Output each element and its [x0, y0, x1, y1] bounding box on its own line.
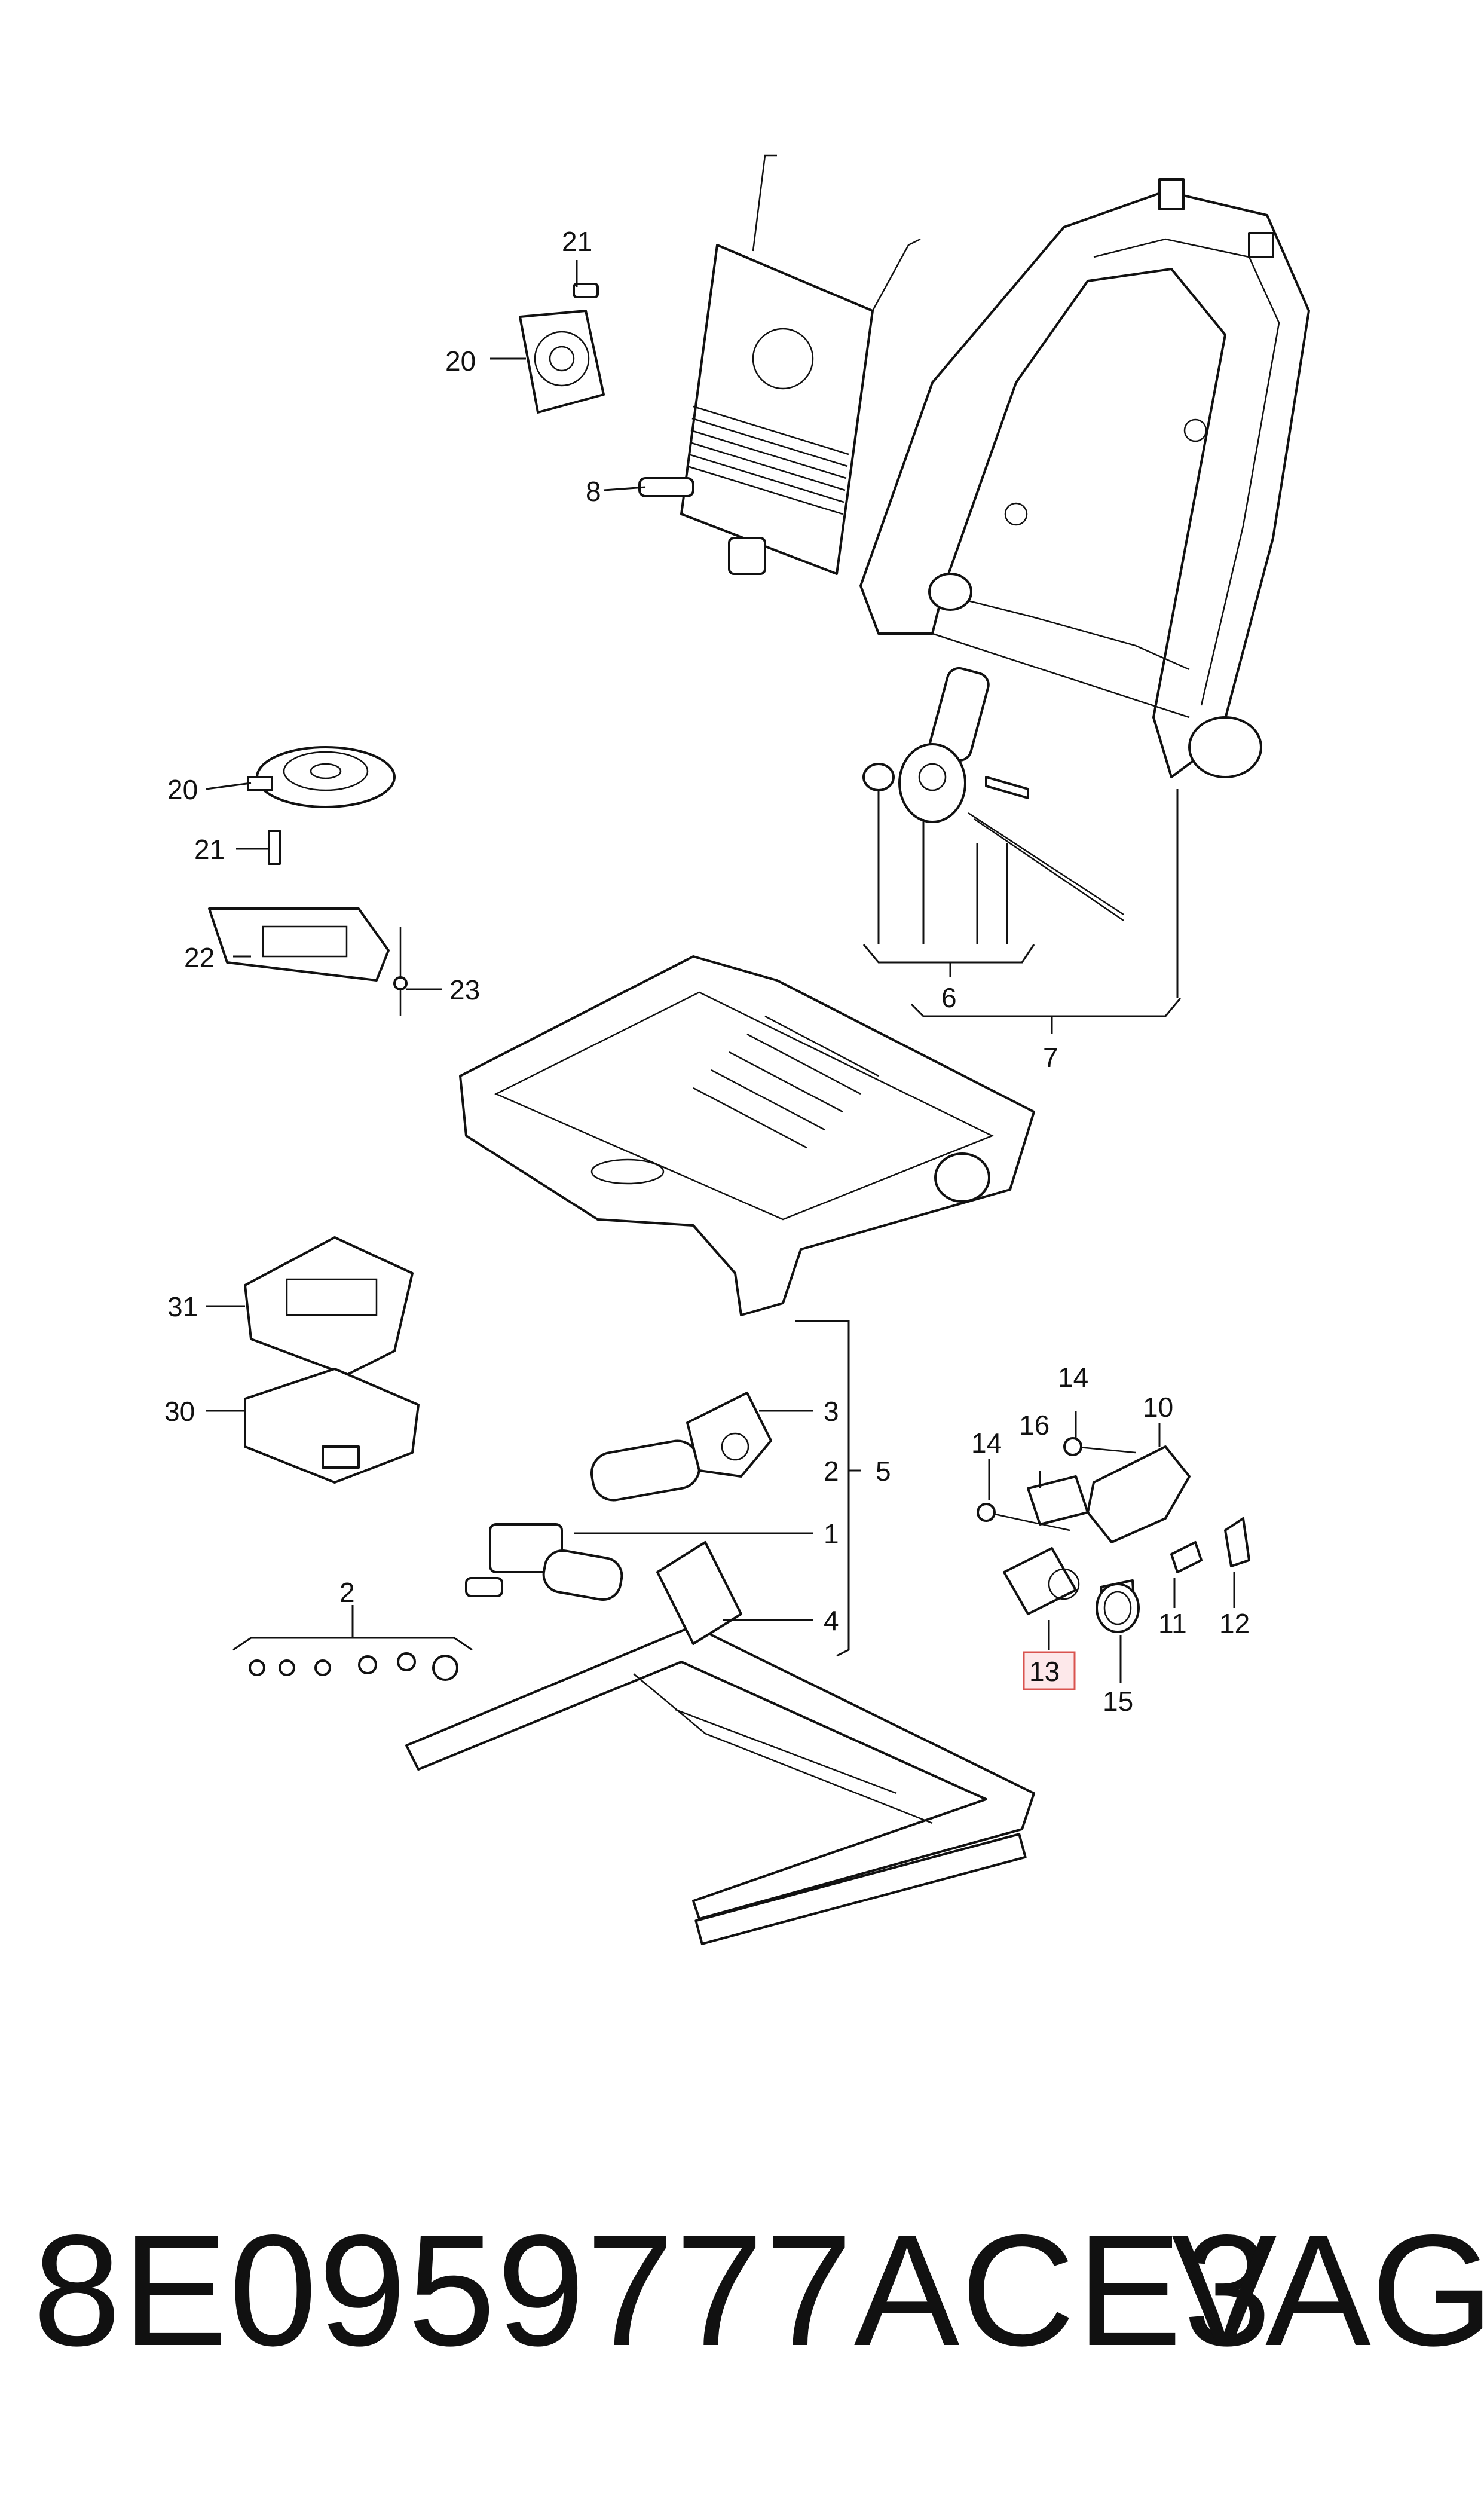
callout-14: 14: [971, 1427, 1002, 1459]
callout-2: 2: [339, 1577, 355, 1608]
callout-14: 14: [1058, 1362, 1088, 1393]
callout-20: 20: [167, 774, 198, 805]
seat-base-frame: [459, 955, 1035, 1316]
callout-10: 10: [1143, 1392, 1173, 1423]
lumbar-support-panel: [638, 154, 921, 575]
leader-lines: [206, 260, 1235, 1683]
brand-label: VAG: [1171, 2202, 1484, 2379]
callout-labels: 21 20 8 20 21 22 23 6 7 31 30 3 2 5 1 4 …: [164, 226, 1250, 1717]
seat-back-frame: [859, 178, 1310, 778]
callout-23: 23: [449, 974, 480, 1005]
callout-21: 21: [562, 226, 592, 257]
callout-6: 6: [941, 982, 957, 1013]
callout-7: 7: [1043, 1042, 1058, 1073]
fore-aft-motor: [465, 1523, 623, 1601]
height-adjust-motor: [590, 1392, 772, 1502]
highlight-box-13: [1023, 1651, 1076, 1690]
control-unit: [244, 1368, 420, 1484]
lumbar-pump-top: [519, 283, 605, 414]
callout-22: 22: [184, 942, 215, 973]
callout-11: 11: [1158, 1608, 1187, 1639]
callout-4: 4: [824, 1605, 839, 1636]
control-unit-bracket: [244, 1236, 414, 1376]
seat-switch-parts: [977, 1437, 1250, 1633]
mounting-bracket: [208, 907, 408, 1016]
callout-13: 13: [1029, 1656, 1060, 1687]
fastener-set: [249, 1652, 458, 1681]
callout-31: 31: [167, 1291, 198, 1322]
part-number: 8E0959777ACE3: [33, 2202, 1273, 2379]
callout-30: 30: [164, 1396, 195, 1427]
lumbar-pump-mid: [247, 746, 396, 865]
callout-2: 2: [824, 1456, 839, 1487]
callout-5: 5: [876, 1456, 891, 1487]
callout-20: 20: [445, 346, 476, 377]
callout-1: 1: [824, 1518, 839, 1549]
callout-21: 21: [194, 834, 225, 865]
callout-15: 15: [1103, 1686, 1133, 1717]
callout-3: 3: [824, 1396, 839, 1427]
callout-16: 16: [1019, 1410, 1049, 1441]
callout-12: 12: [1219, 1608, 1250, 1639]
seat-rail: [405, 1541, 1035, 1945]
callout-8: 8: [586, 476, 601, 507]
recliner-motor: [862, 667, 1124, 922]
